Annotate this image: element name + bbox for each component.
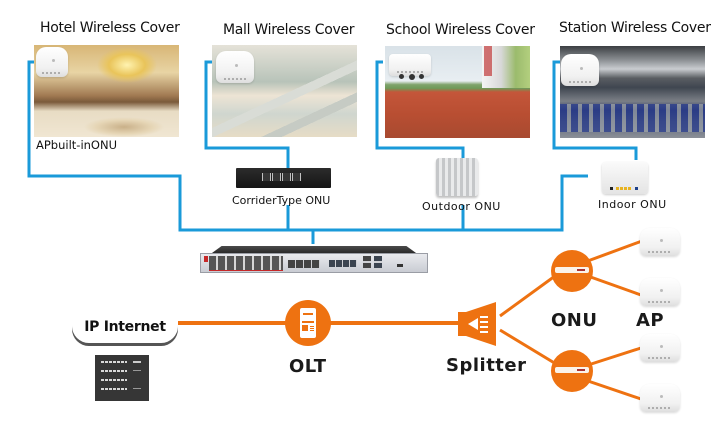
cable-school-top [375,60,465,166]
cable-mall-top [204,60,290,168]
olt-switch-icon [200,246,428,274]
scene-title-station: Station Wireless Cover [559,20,711,36]
caption-outdoor-onu: Outdoor ONU [422,200,501,213]
ceiling-ap-icon [36,47,68,77]
access-point-icon [640,278,680,306]
mall-photo [212,45,357,137]
olt-label: OLT [289,356,327,377]
outdoor-onu-icon [436,158,478,196]
splitter-icon [458,302,496,346]
onu-label: ONU [551,310,598,331]
fiber-onu2-ap3 [584,346,642,368]
access-point-icon [640,384,680,412]
corridor-onu-icon [236,168,331,188]
cable-station-top [552,60,638,160]
fiber-onu1-ap2 [584,273,642,297]
cable-hotel [27,60,470,232]
access-point-icon [640,228,680,256]
indoor-onu-icon [602,162,648,194]
caption-ap-built-in-onu: APbuilt-inONU [36,138,117,152]
school-photo [385,46,530,138]
caption-indoor-onu: Indoor ONU [598,198,667,211]
splitter-label: Splitter [446,355,527,376]
ip-internet-node: IP Internet [72,311,178,343]
olt-node-icon [285,300,331,346]
onu-node-icon [551,250,593,292]
ip-internet-label: IP Internet [84,319,166,335]
access-point-icon [640,334,680,362]
ap-label: AP [636,310,665,331]
hotel-photo [34,45,179,137]
outdoor-ap-icon [389,54,431,76]
ceiling-ap-icon [561,54,599,86]
scene-title-hotel: Hotel Wireless Cover [40,20,180,36]
server-rack-icon [95,355,149,401]
fiber-onu2-ap4 [584,378,642,401]
scene-title-school: School Wireless Cover [386,22,535,38]
ceiling-ap-icon [216,51,254,83]
scene-title-mall: Mall Wireless Cover [223,22,355,38]
onu-node-icon [551,350,593,392]
fiber-onu1-ap1 [584,239,643,264]
station-photo [560,46,705,138]
caption-corridor-onu: CorriderType ONU [232,194,331,207]
cable-indoor-onu [468,174,588,232]
